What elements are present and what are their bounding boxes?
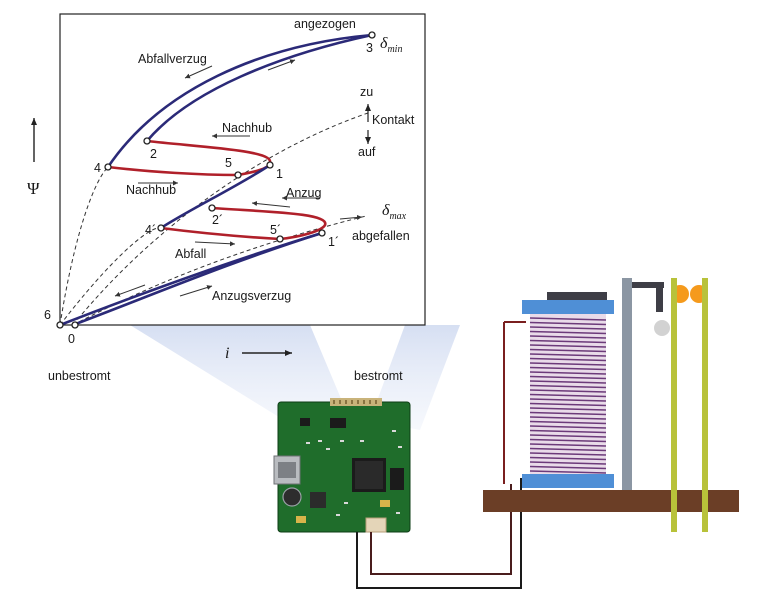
coil-winding <box>529 330 607 335</box>
coil-winding <box>529 407 607 411</box>
coil-winding <box>529 438 607 443</box>
coil-winding <box>529 326 607 330</box>
curve-points <box>56 31 376 329</box>
coil-winding <box>529 447 607 452</box>
coil-winding <box>529 339 607 344</box>
coil-winding <box>529 344 607 348</box>
label-point-2p: 2´ <box>212 213 223 227</box>
label-bestromt: bestromt <box>354 369 403 383</box>
point-4 <box>104 163 112 171</box>
axis-label-i: i <box>225 345 229 362</box>
coil-winding <box>529 371 607 375</box>
coil-winding <box>529 456 607 461</box>
label-point-5: 5 <box>225 156 232 170</box>
coil-winding <box>529 375 607 380</box>
label-point-1: 1 <box>276 167 283 181</box>
coil-winding <box>529 362 607 366</box>
label-nachhub-left: Nachhub <box>126 183 176 197</box>
label-delta-max: δmax <box>382 202 407 222</box>
label-unbestromt: unbestromt <box>48 369 111 383</box>
direction-arrows <box>114 59 363 297</box>
label-auf: auf <box>358 145 376 159</box>
contact-springs <box>671 278 708 532</box>
wires <box>356 321 526 589</box>
label-point-0: 0 <box>68 332 75 346</box>
coil-winding <box>529 465 607 470</box>
blue-curves <box>59 33 373 327</box>
coil-winding <box>529 357 607 362</box>
label-abgefallen: abgefallen <box>352 229 410 243</box>
coil-winding <box>529 384 607 389</box>
coil-winding <box>529 398 607 402</box>
point-5p <box>276 235 284 243</box>
point-4p <box>157 224 165 232</box>
point-6 <box>56 321 64 329</box>
label-point-6: 6 <box>44 308 51 322</box>
coil-winding <box>529 443 607 447</box>
point-2 <box>143 137 151 145</box>
point-1 <box>266 161 274 169</box>
relay-armature <box>547 278 670 490</box>
coil-winding <box>529 380 607 384</box>
coil-winding <box>529 317 607 321</box>
label-point-2: 2 <box>150 147 157 161</box>
chart-frame <box>59 13 426 326</box>
coil-winding <box>529 452 607 456</box>
coil-winding <box>529 416 607 420</box>
pcb-board <box>273 398 411 533</box>
coil-winding <box>529 425 607 429</box>
coil-winding <box>529 434 607 438</box>
coil-winding <box>529 470 607 474</box>
label-point-3: 3 <box>366 41 373 55</box>
label-point-4p: 4´ <box>145 223 156 237</box>
coil-winding <box>529 389 607 393</box>
coil-winding <box>529 335 607 339</box>
label-angezogen: angezogen <box>294 17 356 31</box>
point-3 <box>368 31 376 39</box>
coil-winding <box>529 353 607 357</box>
red-curves <box>107 139 327 241</box>
axis-label-psi: Ψ <box>27 179 40 198</box>
label-anzug: Anzug <box>286 186 321 200</box>
coil-winding <box>529 402 607 407</box>
relay-coil <box>522 300 614 488</box>
coil-winding <box>529 321 607 326</box>
coil-winding <box>529 461 607 465</box>
coil-winding <box>529 348 607 353</box>
coil-winding <box>529 411 607 416</box>
point-2p <box>208 204 216 212</box>
point-5 <box>234 171 242 179</box>
coil-winding <box>529 393 607 398</box>
label-kontakt: Kontakt <box>372 113 415 127</box>
label-delta-min: δmin <box>380 35 402 55</box>
coil-winding <box>529 366 607 371</box>
label-nachhub-top: Nachhub <box>222 121 272 135</box>
coil-winding <box>529 429 607 434</box>
point-1p <box>318 229 326 237</box>
label-point-4: 4 <box>94 161 101 175</box>
label-anzugsverzug: Anzugsverzug <box>212 289 291 303</box>
label-point-1p: 1´ <box>328 235 339 249</box>
label-abfall: Abfall <box>175 247 206 261</box>
coil-winding <box>529 420 607 425</box>
point-0 <box>71 321 79 329</box>
label-zu: zu <box>360 85 373 99</box>
label-abfallverzug: Abfallverzug <box>138 52 207 66</box>
relay-base <box>483 490 739 512</box>
label-point-5p: 5´ <box>270 223 281 237</box>
